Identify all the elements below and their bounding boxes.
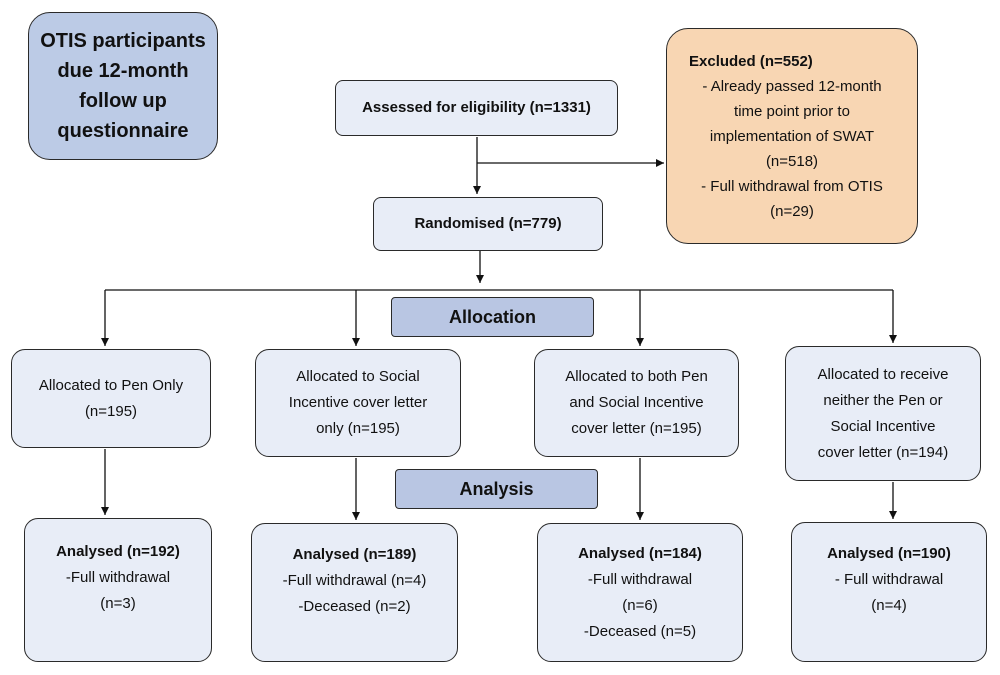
- allocated-line: Allocated to receive: [817, 365, 949, 383]
- allocated-line: cover letter (n=195): [571, 420, 702, 437]
- analysed-heading: Analysed (n=192): [56, 543, 180, 560]
- analysed-heading: Analysed (n=184): [578, 544, 702, 562]
- analysed-box-arm-1: Analysed (n=192) -Full withdrawal (n=3): [24, 518, 212, 662]
- allocated-line: and Social Incentive: [569, 394, 704, 411]
- allocated-line: (n=195): [84, 402, 138, 420]
- allocated-box-arm-2: Allocated to Social Incentive cover lett…: [255, 349, 461, 457]
- randomised-box: Randomised (n=779): [373, 197, 603, 251]
- analysed-line: -Deceased (n=5): [583, 622, 697, 640]
- analysed-line: (n=3): [100, 595, 136, 612]
- analysed-box-arm-3: Analysed (n=184) -Full withdrawal (n=6) …: [537, 523, 743, 662]
- analysed-line: -Deceased (n=2): [298, 598, 411, 615]
- title-line: questionnaire: [57, 120, 189, 142]
- allocated-line: only (n=195): [316, 420, 400, 437]
- allocated-line: Allocated to Social: [296, 368, 420, 385]
- excluded-line: (n=29): [770, 202, 814, 220]
- analysed-line: (n=6): [622, 596, 658, 614]
- analysed-box-arm-4: Analysed (n=190) - Full withdrawal (n=4): [791, 522, 987, 662]
- analysed-box-arm-2: Analysed (n=189) -Full withdrawal (n=4) …: [251, 523, 458, 662]
- analysed-heading: Analysed (n=190): [827, 545, 951, 562]
- title-line: follow up: [79, 90, 167, 112]
- analysed-line: -Full withdrawal (n=4): [282, 572, 427, 589]
- randomised-label: Randomised (n=779): [414, 215, 562, 232]
- allocation-label-band: Allocation: [391, 297, 594, 337]
- analysed-line: (n=4): [871, 597, 907, 614]
- title-box: OTIS participants due 12-month follow up…: [28, 12, 218, 160]
- excluded-line: implementation of SWAT: [709, 127, 875, 145]
- allocation-label: Allocation: [448, 306, 536, 327]
- excluded-line: (n=518): [765, 152, 819, 170]
- allocated-line: Incentive cover letter: [288, 394, 428, 411]
- allocated-line: Social Incentive: [830, 417, 936, 435]
- assessed-box: Assessed for eligibility (n=1331): [335, 80, 618, 136]
- title-line: OTIS participants: [40, 30, 206, 52]
- allocated-box-arm-4: Allocated to receive neither the Pen or …: [785, 346, 981, 481]
- analysed-heading: Analysed (n=189): [292, 546, 417, 563]
- analysed-line: -Full withdrawal: [65, 569, 171, 586]
- excluded-line: - Full withdrawal from OTIS: [701, 177, 883, 195]
- analysis-label-band: Analysis: [395, 469, 598, 509]
- allocated-box-arm-1: Allocated to Pen Only (n=195): [11, 349, 211, 448]
- analysed-line: - Full withdrawal: [834, 571, 944, 588]
- excluded-line: - Already passed 12-month: [702, 77, 882, 95]
- analysed-line: -Full withdrawal: [587, 570, 693, 588]
- excluded-heading: Excluded (n=552): [689, 52, 813, 70]
- allocated-line: Allocated to both Pen: [565, 368, 708, 385]
- analysis-label: Analysis: [459, 478, 534, 499]
- allocated-box-arm-3: Allocated to both Pen and Social Incenti…: [534, 349, 739, 457]
- allocated-line: cover letter (n=194): [817, 443, 949, 461]
- allocated-line: neither the Pen or: [823, 391, 943, 409]
- allocated-line: Allocated to Pen Only: [38, 376, 184, 394]
- excluded-box: Excluded (n=552) - Already passed 12-mon…: [666, 28, 918, 244]
- title-line: due 12-month: [57, 60, 189, 82]
- assessed-label: Assessed for eligibility (n=1331): [362, 99, 591, 116]
- excluded-line: time point prior to: [734, 102, 850, 120]
